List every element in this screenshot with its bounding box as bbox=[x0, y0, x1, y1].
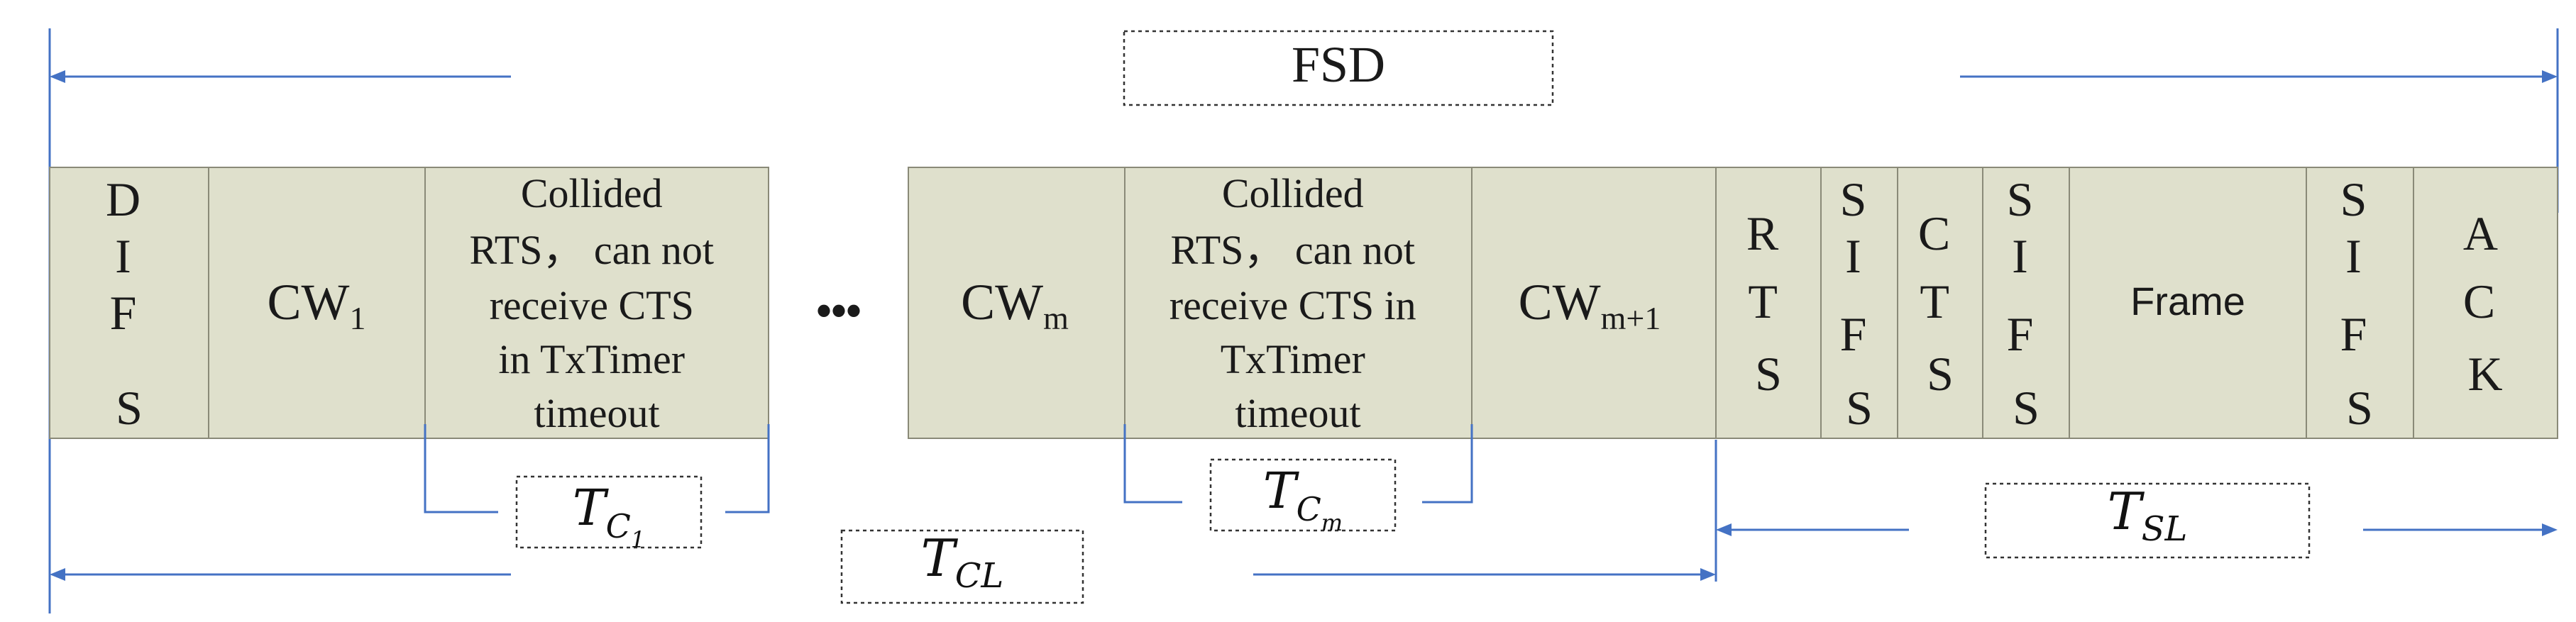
tc1-label-box bbox=[515, 475, 703, 549]
ack-label: A C K bbox=[2463, 206, 2507, 401]
cwm1-label: CWm+1 bbox=[1519, 274, 1661, 336]
segment-frame bbox=[2069, 167, 2307, 439]
difs-label: D I F S bbox=[106, 172, 153, 435]
tsl-arrow-left-head bbox=[1716, 523, 1732, 536]
segment-cw1 bbox=[208, 167, 426, 439]
ellipsis: ••• bbox=[816, 287, 861, 334]
tcl-arrow-left-head bbox=[50, 568, 65, 581]
sifs-3-label: S I F S bbox=[2340, 172, 2379, 435]
cwm-label: CWm bbox=[961, 274, 1069, 336]
tc1-label: TC1 bbox=[573, 479, 645, 553]
segment-collided-2 bbox=[1124, 167, 1473, 439]
cw1-label: CW1 bbox=[268, 274, 366, 336]
collided-2-label: Collided RTS， can not receive CTS in TxT… bbox=[1169, 170, 1426, 436]
collided-1-label: Collided RTS， can not receive CTS in TxT… bbox=[470, 170, 725, 436]
tc1-bracket-left bbox=[424, 424, 498, 513]
tcm-label: TCm bbox=[1263, 462, 1343, 536]
fsd-arrow-left-head bbox=[50, 70, 65, 83]
segment-sifs-2 bbox=[1982, 167, 2070, 439]
tsl-arrow-right-head bbox=[2542, 523, 2558, 536]
cts-label: C T S bbox=[1918, 206, 1962, 401]
tcm-bracket-left bbox=[1123, 424, 1182, 504]
tsl-label: TSL bbox=[2108, 482, 2188, 549]
fsd-label: FSD bbox=[1292, 36, 1385, 93]
segment-sifs-1 bbox=[1820, 167, 1898, 439]
tcl-label-box bbox=[840, 529, 1084, 604]
tcl-label: TCL bbox=[921, 528, 1004, 596]
segment-ack bbox=[2413, 167, 2558, 439]
frame-label: Frame bbox=[2130, 279, 2245, 323]
sifs-1-label: S I F S bbox=[1840, 172, 1879, 435]
segment-cts bbox=[1897, 167, 1983, 439]
tc1-bracket-right bbox=[725, 424, 770, 513]
segment-cwm bbox=[908, 167, 1125, 439]
fsd-label-box bbox=[1123, 30, 1554, 106]
segment-rts bbox=[1715, 167, 1822, 439]
tcl-arrow-right-head bbox=[1700, 568, 1716, 581]
tcm-label-box bbox=[1209, 458, 1397, 532]
tcm-bracket-right bbox=[1422, 424, 1473, 504]
segment-bar bbox=[49, 167, 2558, 439]
segment-cwm1 bbox=[1471, 167, 1717, 439]
fsd-arrow-right-head bbox=[2542, 70, 2558, 83]
rts-label: R T S bbox=[1746, 206, 1790, 401]
sifs-2-label: S I F S bbox=[2007, 172, 2046, 435]
segment-collided-1 bbox=[424, 167, 769, 439]
tsl-label-box bbox=[1984, 482, 2311, 559]
